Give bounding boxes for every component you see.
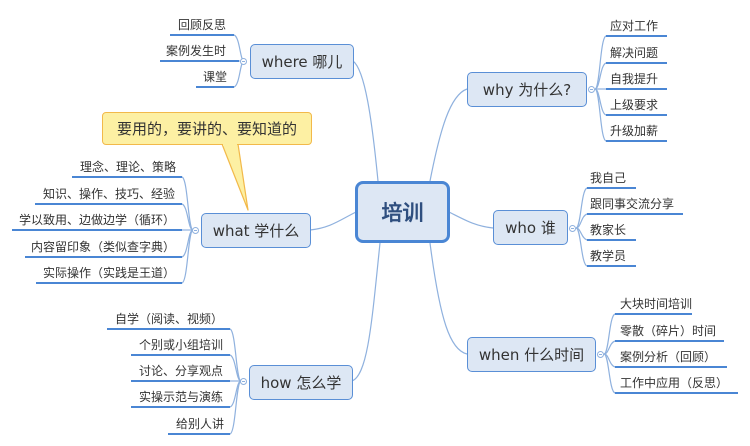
callout-tail-joint [223,142,237,146]
branch-why-label: why 为什么? [482,81,572,99]
leaf-why-3[interactable]: 自我提升 [610,72,659,86]
leaf-when-4[interactable]: 工作中应用（反思） [620,376,729,390]
branch-when[interactable]: when 什么时间 [467,337,596,372]
callout-text: 要用的，要讲的、要知道的 [116,120,297,138]
collapse-toggle-why[interactable] [588,86,595,93]
branch-who-label: who 谁 [505,219,556,237]
collapse-toggle-where[interactable] [240,58,247,65]
leaf-where-1[interactable]: 回顾反思 [178,18,227,32]
leaf-where-2[interactable]: 案例发生时 [166,44,227,58]
callout-note[interactable]: 要用的，要讲的、要知道的 [102,112,312,145]
leaf-when-1[interactable]: 大块时间培训 [620,297,693,311]
leaf-when-2[interactable]: 零散（碎片）时间 [620,324,717,338]
collapse-toggle-who[interactable] [569,225,576,232]
leaf-why-1[interactable]: 应对工作 [610,19,659,33]
leaf-why-5[interactable]: 升级加薪 [610,124,659,138]
branch-how[interactable]: how 怎么学 [249,365,353,400]
leaf-who-2[interactable]: 跟同事交流分享 [590,197,675,211]
leaf-how-5[interactable]: 给别人讲 [176,417,225,431]
leaf-how-3[interactable]: 讨论、分享观点 [139,364,224,378]
branch-what-label: what 学什么 [212,222,300,240]
leaf-what-1[interactable]: 理念、理论、策略 [80,160,177,174]
leaf-what-2[interactable]: 知识、操作、技巧、经验 [43,187,176,201]
leaf-when-3[interactable]: 案例分析（回顾） [620,350,717,364]
leaf-how-1[interactable]: 自学（阅读、视频） [115,312,224,326]
collapse-toggle-what[interactable] [192,227,199,234]
central-topic-label: 培训 [381,201,424,225]
branch-where[interactable]: where 哪儿 [250,44,354,79]
leaf-what-3[interactable]: 学以致用、边做边学（循环） [19,213,176,227]
central-topic[interactable]: 培训 [355,181,450,243]
leaf-where-3[interactable]: 课堂 [203,70,228,84]
leaf-what-5[interactable]: 实际操作（实践是王道） [43,266,176,280]
branch-what[interactable]: what 学什么 [201,213,311,248]
leaf-how-4[interactable]: 实操示范与演练 [139,390,224,404]
leaf-how-2[interactable]: 个别或小组培训 [139,338,224,352]
leaf-why-2[interactable]: 解决问题 [610,46,659,60]
branch-who[interactable]: who 谁 [493,210,568,245]
leaf-who-3[interactable]: 教家长 [590,223,627,237]
leaf-who-1[interactable]: 我自己 [590,171,627,185]
branch-how-label: how 怎么学 [260,374,342,392]
leaf-why-4[interactable]: 上级要求 [610,98,659,112]
collapse-toggle-how[interactable] [240,378,247,385]
branch-where-label: where 哪儿 [261,53,343,71]
leaf-what-4[interactable]: 内容留印象（类似查字典） [31,240,176,254]
leaf-who-4[interactable]: 教学员 [590,249,627,263]
branch-why[interactable]: why 为什么? [467,72,587,107]
branch-when-label: when 什么时间 [478,346,585,364]
collapse-toggle-when[interactable] [597,351,604,358]
